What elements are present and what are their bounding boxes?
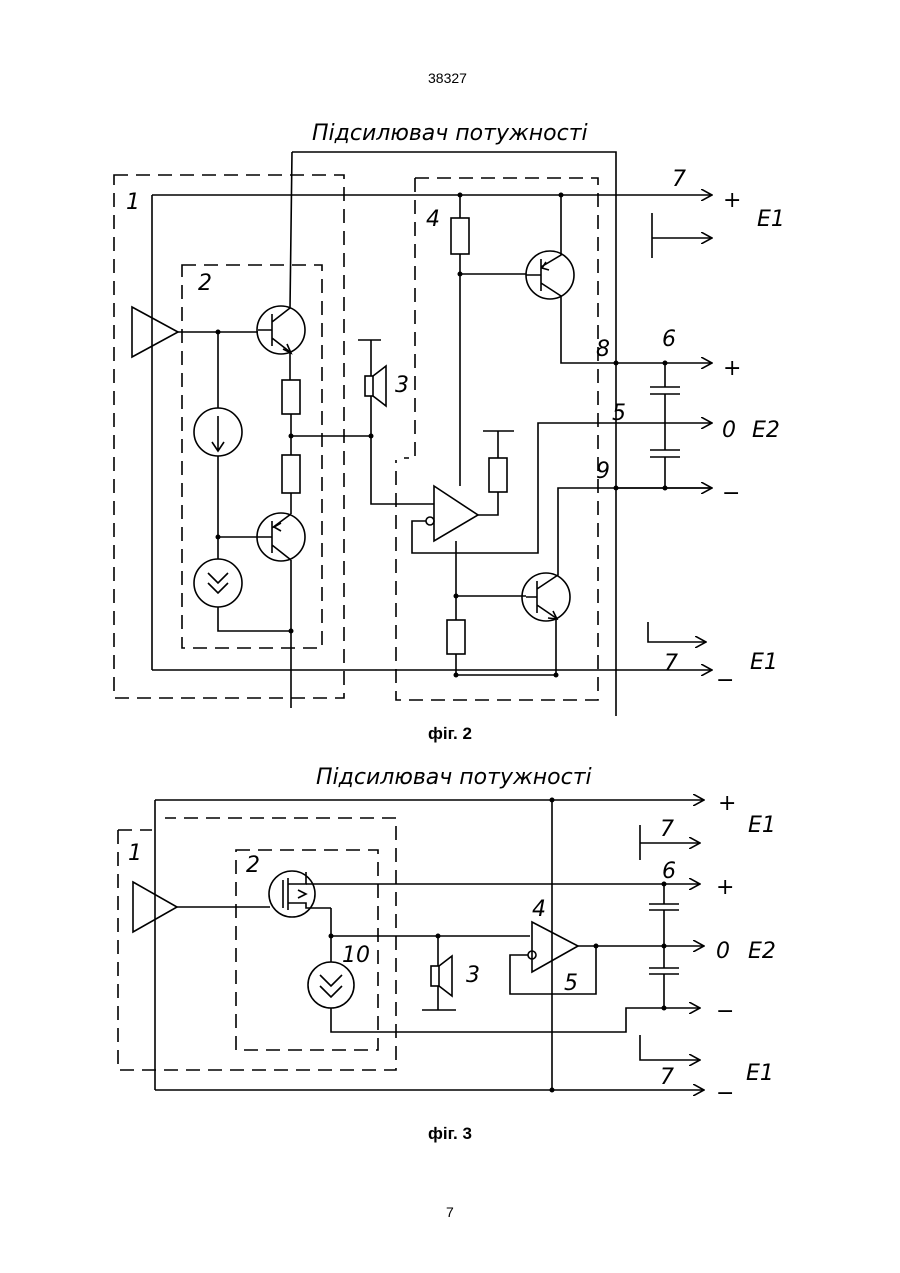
- page-footer-number: 7: [446, 1204, 454, 1220]
- fig3-label-2: 2: [246, 853, 260, 878]
- fig3-label-1: 1: [128, 841, 142, 866]
- fig3-block-2-outline: [236, 850, 378, 1050]
- fig2-minus-mid: −: [722, 481, 740, 506]
- fig3-label-6: 6: [662, 859, 676, 884]
- input-buffer: [132, 307, 178, 357]
- fig2-E1-bot: E1: [750, 650, 778, 675]
- fig3-block-1-outline: [118, 818, 396, 1070]
- fig3-label-7b: 7: [660, 1065, 674, 1090]
- fig3-minus-mid: −: [716, 999, 734, 1024]
- fig3-E1-bot: E1: [746, 1061, 774, 1086]
- fig3-input-buffer: [133, 882, 177, 932]
- fig3-label-10: 10: [342, 943, 370, 968]
- fig3-mosfet: [269, 871, 315, 917]
- fig2-label-7a: 7: [672, 167, 686, 192]
- block-4-outline: [396, 178, 598, 700]
- fig2-label-5: 5: [612, 401, 626, 426]
- fig3-op-amp: [532, 922, 578, 972]
- fig2-plus-top: +: [723, 188, 741, 213]
- fig2-label-9: 9: [596, 459, 610, 484]
- fig2-plus-mid: +: [723, 356, 741, 381]
- fig3-plus-mid: +: [716, 875, 734, 900]
- fig2-label-3: 3: [395, 373, 409, 398]
- fig2-title: Підсилювач потужності: [312, 121, 588, 146]
- fig2-minus-bot: −: [716, 668, 734, 693]
- block-2-outline: [182, 265, 322, 648]
- fig3-label-4: 4: [532, 897, 546, 922]
- fig2-caption: фіг. 2: [0, 724, 900, 744]
- fig3-label-5: 5: [564, 971, 578, 996]
- fig3-plus-top: +: [718, 791, 736, 816]
- fig2-label-8: 8: [596, 337, 610, 362]
- fig3-zero: 0: [716, 939, 730, 964]
- fig3-title: Підсилювач потужності: [316, 765, 592, 790]
- fig2-label-2: 2: [198, 271, 212, 296]
- figure-2-circuit: Підсилювач потужності 1 2 3 4 5 6 7 7 8 …: [0, 0, 900, 730]
- fig3-caption: фіг. 3: [0, 1124, 900, 1144]
- fig3-minus-bot: −: [716, 1081, 734, 1106]
- fig3-current-source: [308, 962, 354, 1008]
- fig3-label-7a: 7: [660, 817, 674, 842]
- fig2-label-7b: 7: [664, 651, 678, 676]
- fig2-label-4: 4: [426, 207, 440, 232]
- fig2-E2: E2: [752, 418, 780, 443]
- fig3-E1-top: E1: [748, 813, 776, 838]
- fig2-E1-top: E1: [757, 207, 785, 232]
- fig2-label-6: 6: [662, 327, 676, 352]
- fig2-label-1: 1: [126, 190, 140, 215]
- fig3-label-3: 3: [466, 963, 480, 988]
- fig3-E2: E2: [748, 939, 776, 964]
- fig2-zero: 0: [722, 418, 736, 443]
- op-amp: [434, 486, 478, 541]
